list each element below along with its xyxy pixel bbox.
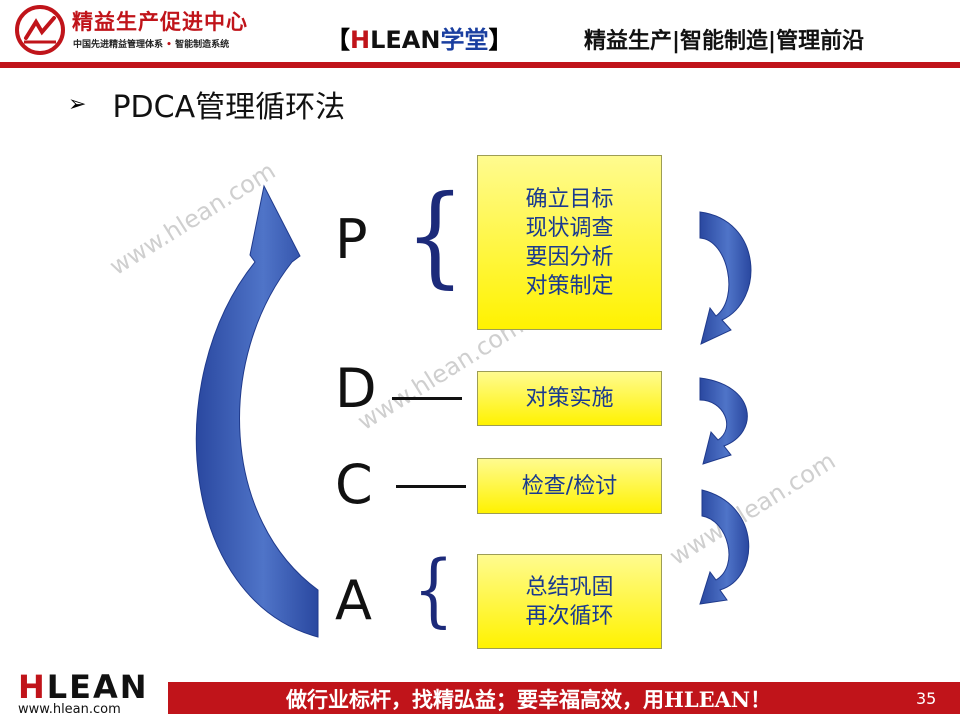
brand-open-bracket: 【 xyxy=(326,26,350,54)
bullet-arrow-icon: ➢ xyxy=(68,91,87,117)
header-tagline: 精益生产|智能制造|管理前沿 xyxy=(584,29,865,54)
check-box: 检查/检讨 xyxy=(477,458,662,514)
plan-item: 现状调查 xyxy=(525,215,614,241)
footer-url[interactable]: www.hlean.com xyxy=(18,702,121,717)
footer-logo: HLEAN xyxy=(18,668,149,706)
connector-line xyxy=(392,397,462,400)
plan-item: 要因分析 xyxy=(525,244,614,270)
stage-letter-p: P xyxy=(335,208,368,271)
footer-logo-h: H xyxy=(18,668,47,706)
act-item: 总结巩固 xyxy=(525,574,614,600)
stage-letter-c: C xyxy=(335,453,373,516)
slide-header: 精益生产促进中心 中国先进精益管理体系 • 智能制造系统 【HLEAN学堂】 精… xyxy=(0,0,960,62)
footer-slogan: 做行业标杆，找精弘益；要幸福高效，用HLEAN！ xyxy=(286,687,772,712)
check-item: 检查/检讨 xyxy=(521,473,618,499)
hlean-logo-icon xyxy=(15,5,65,55)
brand-close-bracket: 】 xyxy=(488,26,513,54)
brand-lean: LEAN xyxy=(370,26,441,54)
org-sub-dot: • xyxy=(166,40,172,50)
plan-item: 确立目标 xyxy=(525,186,614,212)
curved-arrow-icon xyxy=(699,489,750,605)
slide-title: ➢ PDCA管理循环法 xyxy=(68,84,346,125)
brace-icon: { xyxy=(413,543,454,636)
curved-arrow-icon xyxy=(699,377,748,465)
do-box: 对策实施 xyxy=(477,371,662,426)
org-sub-right: 智能制造系统 xyxy=(175,40,230,50)
org-name: 精益生产促进中心 xyxy=(72,9,248,34)
stage-letter-d: D xyxy=(335,357,377,420)
do-item: 对策实施 xyxy=(525,386,614,411)
act-item: 再次循环 xyxy=(525,603,614,629)
connector-line xyxy=(396,485,466,488)
brace-icon: { xyxy=(405,171,465,299)
return-cycle-arrow-icon xyxy=(195,184,319,638)
footer-logo-rest: LEAN xyxy=(46,668,149,706)
plan-box: 确立目标 现状调查 要因分析 对策制定 xyxy=(477,155,662,330)
brand-h: H xyxy=(350,26,371,54)
stage-letter-a: A xyxy=(335,569,372,632)
page-number: 35 xyxy=(916,689,937,708)
brand-school: 学堂 xyxy=(440,26,489,54)
org-subtitle: 中国先进精益管理体系 • 智能制造系统 xyxy=(73,37,229,50)
footer-band xyxy=(168,682,960,714)
plan-item: 对策制定 xyxy=(525,273,614,299)
act-box: 总结巩固 再次循环 xyxy=(477,554,662,649)
slide-title-text: PDCA管理循环法 xyxy=(112,90,346,125)
org-sub-left: 中国先进精益管理体系 xyxy=(73,40,164,50)
header-divider xyxy=(0,62,960,68)
curved-arrow-icon xyxy=(699,211,752,345)
brand-title: 【HLEAN学堂】 xyxy=(326,20,512,55)
